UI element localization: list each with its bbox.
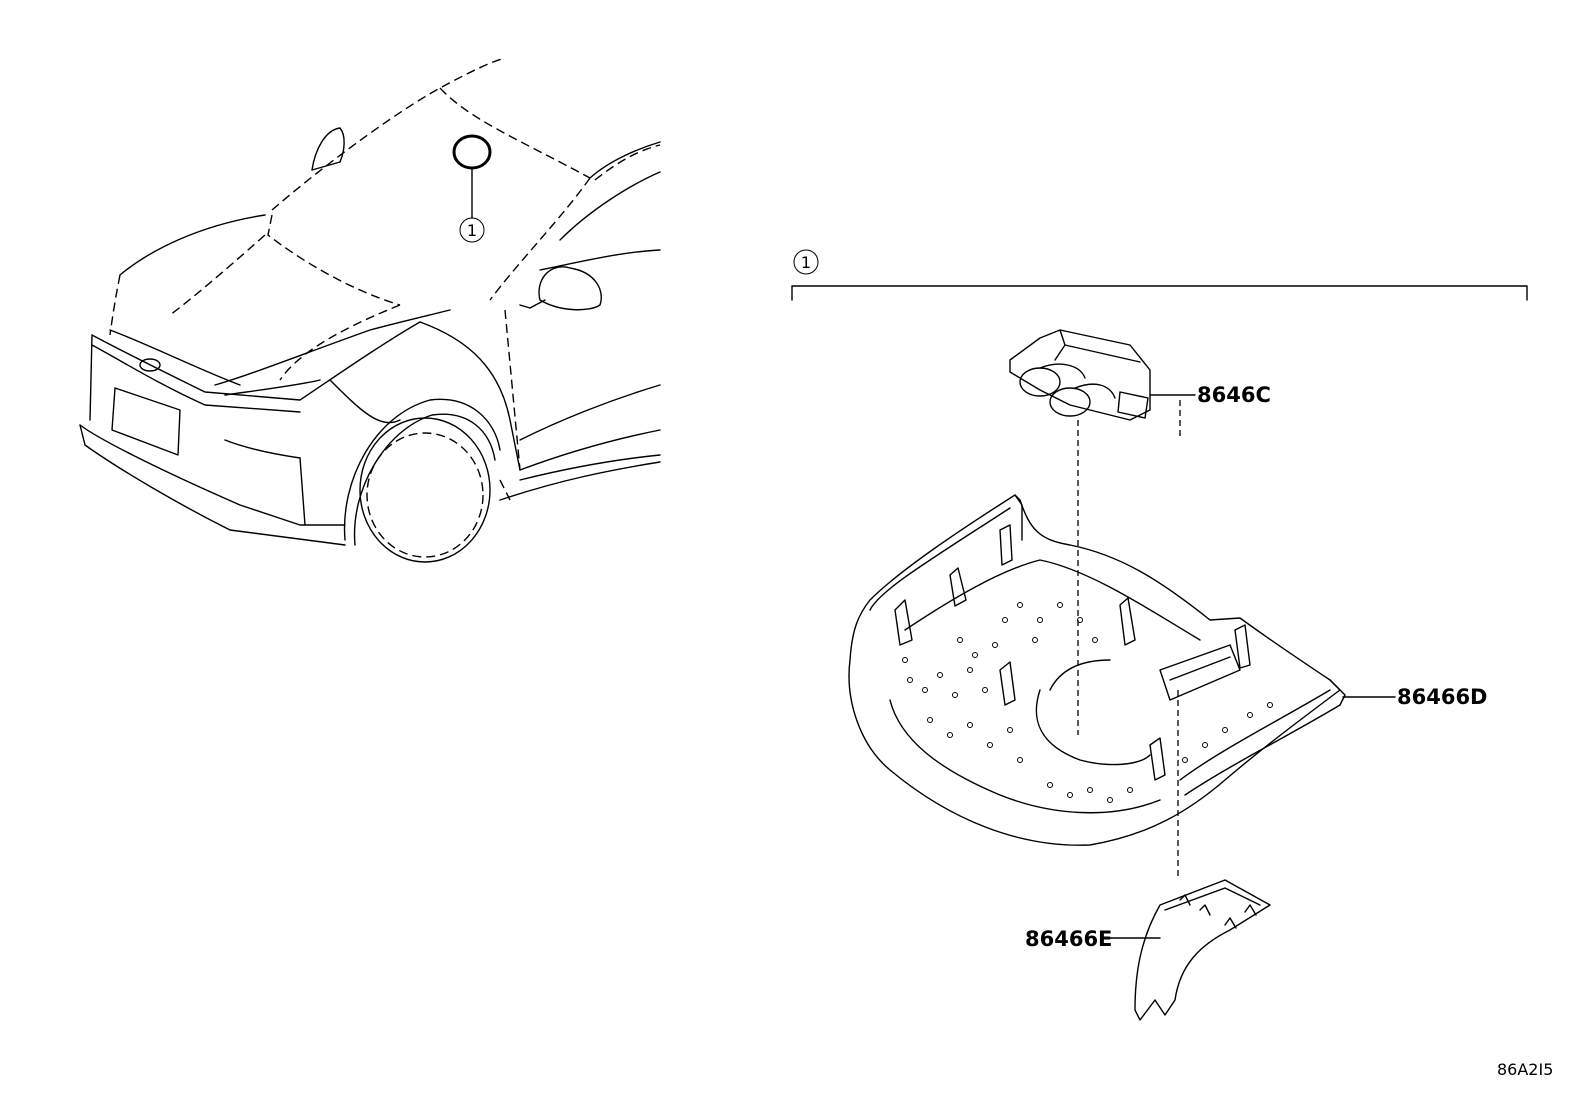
callout-number-group: 1: [801, 253, 811, 272]
highlight-marker: [452, 134, 492, 170]
callout-number-car: 1: [467, 221, 477, 240]
callout-circle-car: [459, 217, 485, 243]
part-label-86466E: 86466E: [1025, 927, 1112, 951]
group-bracket: 1: [791, 249, 1528, 301]
cover-panel-part: 86466E: [1025, 879, 1271, 1021]
console-housing-part: 86466D: [848, 494, 1488, 846]
part-label-86466D: 86466D: [1397, 685, 1488, 709]
callout-circle-group: [793, 249, 819, 275]
vehicle-outline: 1: [79, 57, 661, 563]
camera-switch-part: 8646C: [1009, 329, 1271, 421]
part-label-8646C: 8646C: [1197, 383, 1271, 407]
diagram-code: 86A2I5: [1497, 1060, 1553, 1079]
